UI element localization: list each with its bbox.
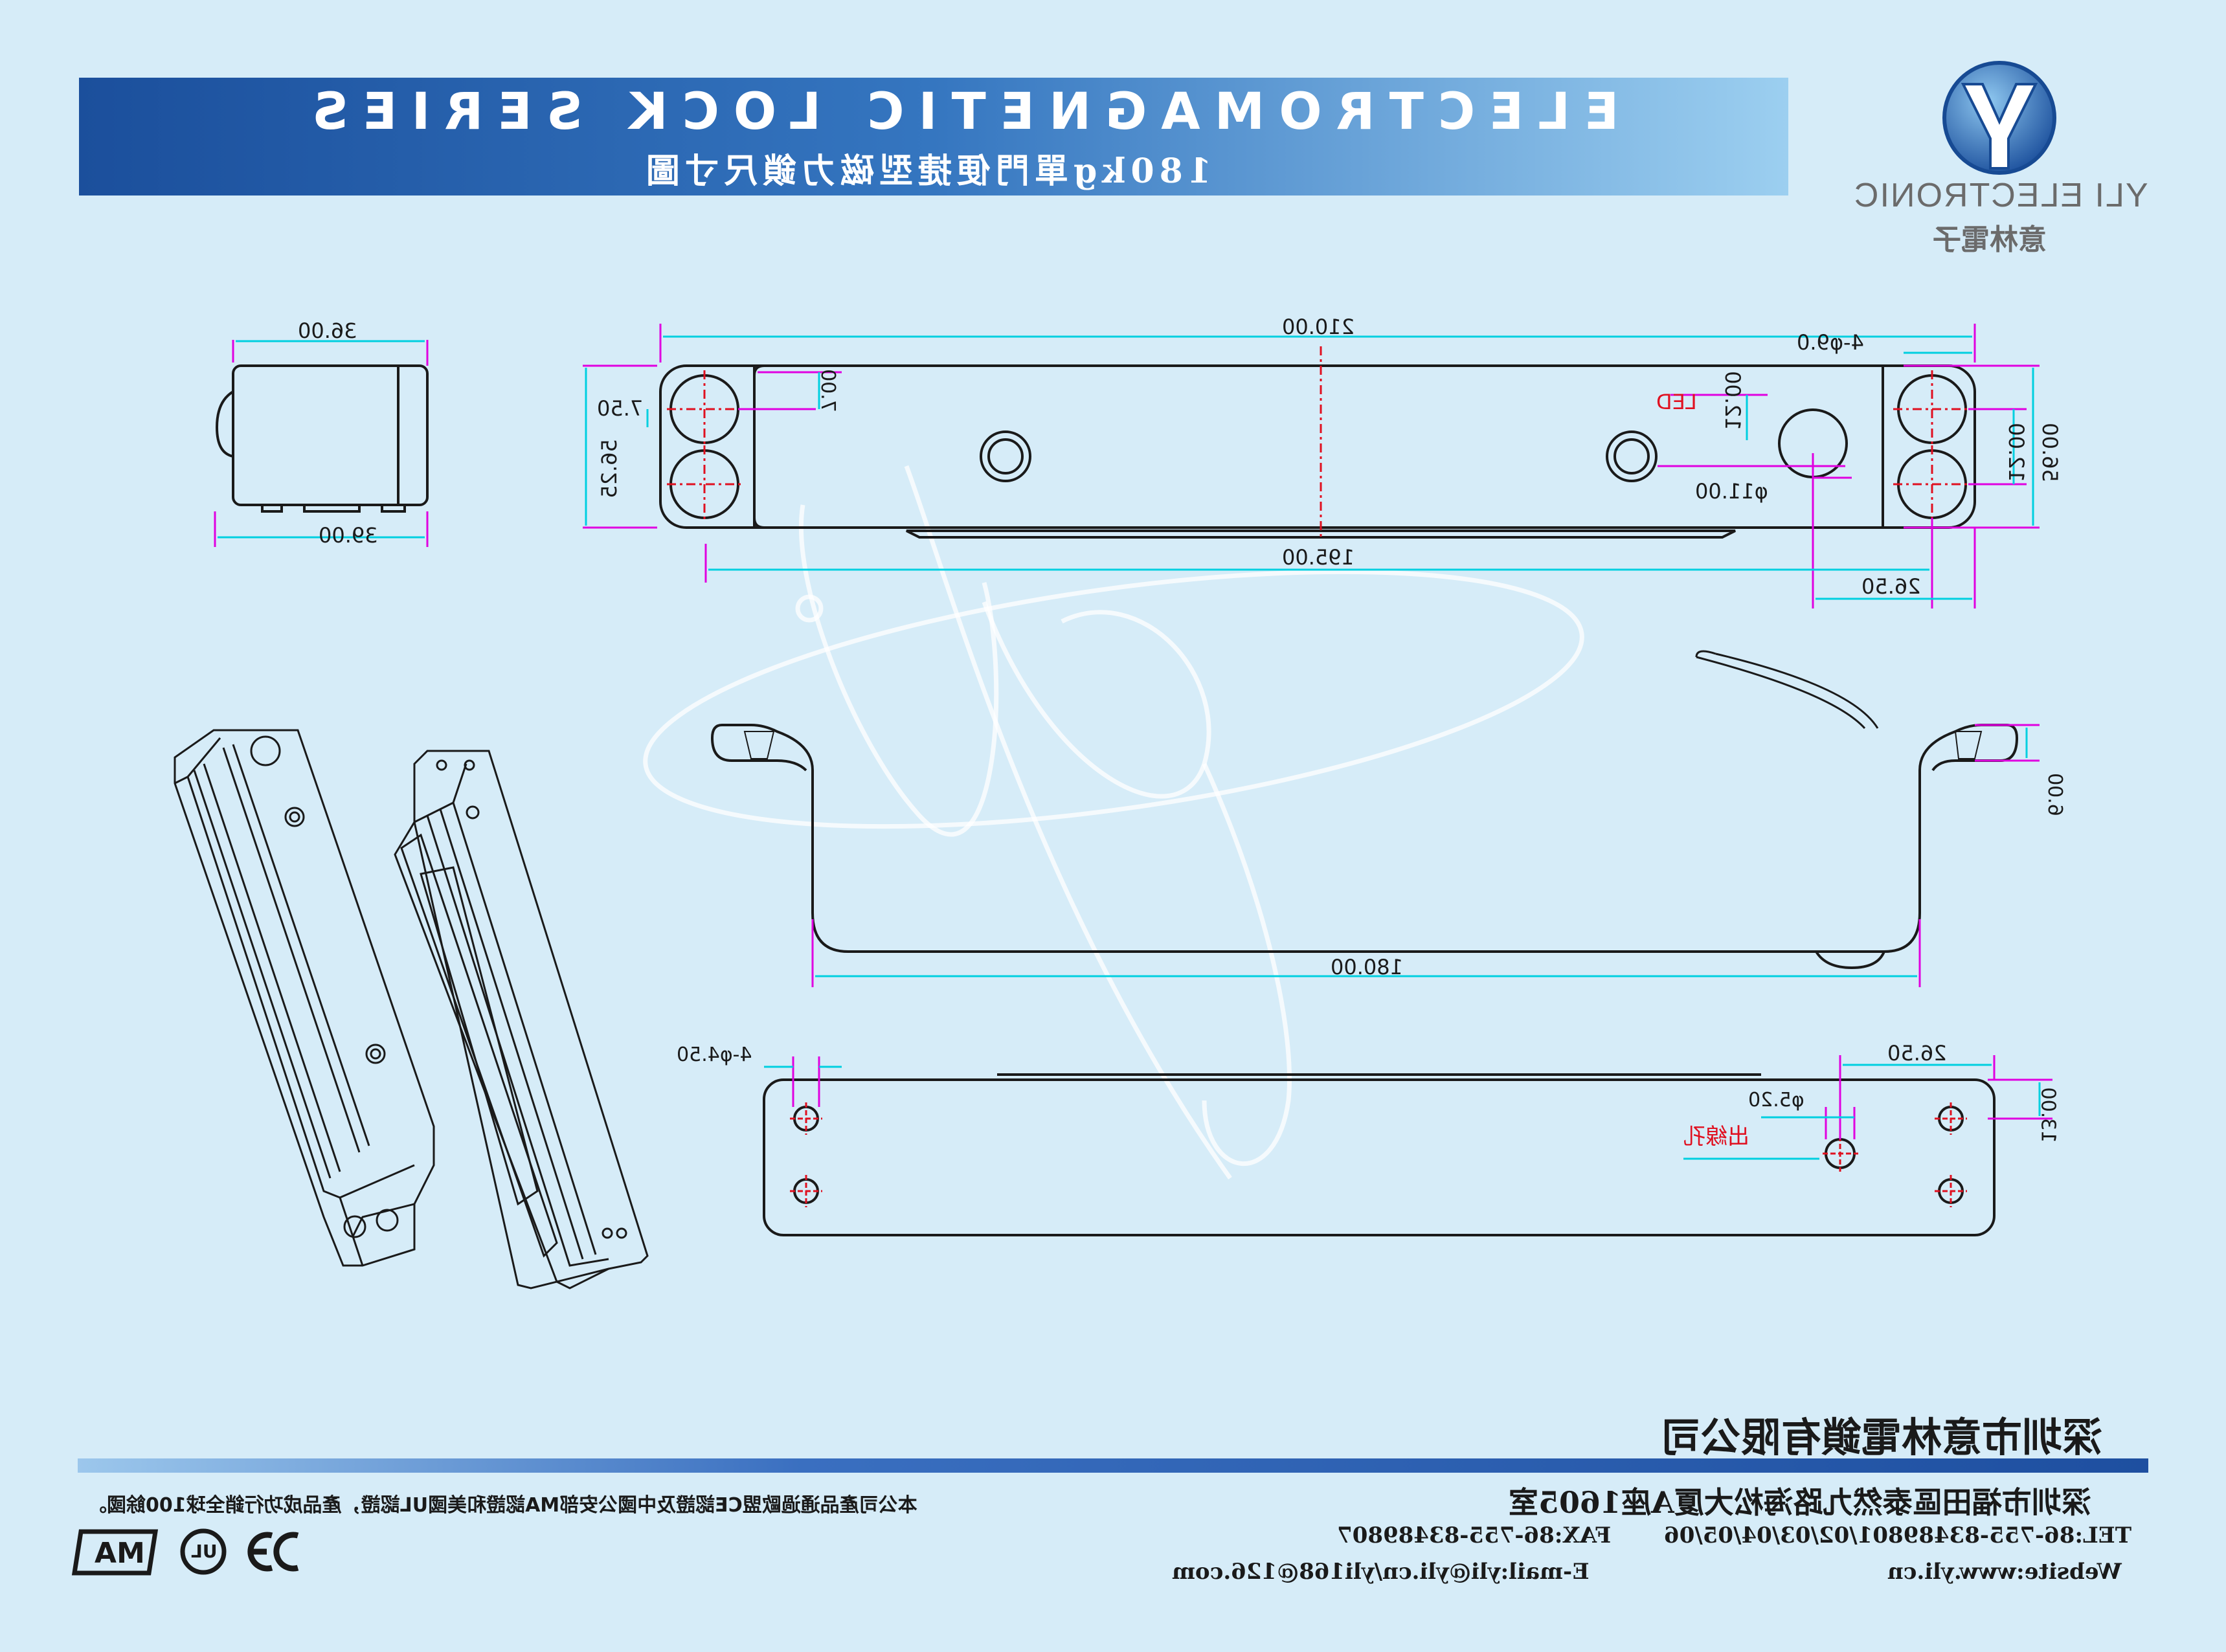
dim-side-top: 36.00 [298, 318, 357, 343]
header-subtitle: 180kg單門便捷型磁力鎖尺寸圖 [641, 151, 1211, 191]
dim-height-left: 56.25 [596, 439, 622, 498]
ce-cert-icon [247, 1532, 299, 1572]
logo-brand-cn: 意林電子 [1933, 223, 2047, 256]
yli-y-logo-icon [1942, 61, 2056, 175]
dim-holes-label: 4-φ9.0 [1797, 330, 1864, 355]
dim-cable-hole-label: 出線孔 [1683, 1124, 1749, 1150]
side-view [215, 364, 429, 513]
footer-fax: FAX:86-755-83489807 [1337, 1523, 1612, 1548]
dim-end-offset-top: 26.50 [1861, 574, 1921, 599]
top-view [659, 364, 1976, 539]
dim-hole-offset-y: 7.50 [597, 396, 644, 421]
side-view-dims [214, 340, 429, 547]
dim-total-length: 210.00 [1282, 315, 1355, 339]
side-elevation [710, 650, 2019, 970]
ul-cert-icon [180, 1528, 227, 1575]
footer-tel: TEL:86-755-83489801/02/03/04/05/06 [1664, 1523, 2132, 1548]
dim-led-offset: 12.00 [1720, 371, 1745, 430]
dim-step-height: 6.00 [2043, 773, 2066, 816]
logo-brand: YLI ELECTRONIC [1853, 177, 2148, 214]
dim-hole-spacing: 195.00 [1282, 545, 1355, 570]
bottom-view-centers [790, 1102, 1967, 1207]
header-band [79, 78, 1788, 195]
bottom-view-dims [764, 1055, 2052, 1160]
footer-cert-note: 本公司產品通過歐盟CE認證及中國公安部MA認證和美國UL認證，產品成功行銷全球1… [87, 1494, 917, 1517]
dim-bottom-height: 13.00 [2036, 1087, 2060, 1143]
bottom-view [763, 1073, 1996, 1236]
dim-bottom-holes-label: 4-φ4.50 [677, 1044, 752, 1066]
ma-cert-icon [71, 1529, 159, 1576]
top-view-dims [583, 324, 2040, 608]
dim-led-diameter: φ11.00 [1695, 479, 1768, 504]
footer-bar [78, 1458, 2148, 1473]
dim-led-label: LED [1656, 390, 1697, 414]
side-elevation-dims [811, 724, 2040, 987]
dim-body-length: 180.00 [1331, 955, 1403, 979]
dim-edge-offset: 7.00 [816, 369, 839, 412]
yli-watermark [643, 465, 1584, 1180]
isometric-view-right [394, 750, 649, 1289]
dim-cable-hole-dia: φ5.20 [1748, 1089, 1804, 1111]
footer-company: 深圳市意林電鎖有限公司 [1661, 1414, 2103, 1461]
ul-cert-text: UL [191, 1541, 218, 1562]
isometric-view-left [174, 729, 435, 1267]
footer-address: 深圳市福田區泰然九路海松大厦A座1605室 [1509, 1485, 2091, 1520]
dim-side-bottom: 39.00 [319, 523, 378, 548]
top-view-centerlines [667, 346, 1971, 537]
header-title: ELECTROMAGNETIC LOCK SERIES [298, 83, 1619, 141]
footer-website: Website:www.yli.cn [1887, 1559, 2122, 1585]
footer-email: E-mail:yli@yli.cn/yli168@126.com [1172, 1559, 1590, 1585]
dim-end-offset-bottom: 26.50 [1887, 1041, 1947, 1066]
dim-height-right: 56.00 [2037, 423, 2062, 482]
ma-cert-text: MA [95, 1537, 145, 1570]
dim-hole-pitch: 12.00 [2003, 423, 2029, 482]
